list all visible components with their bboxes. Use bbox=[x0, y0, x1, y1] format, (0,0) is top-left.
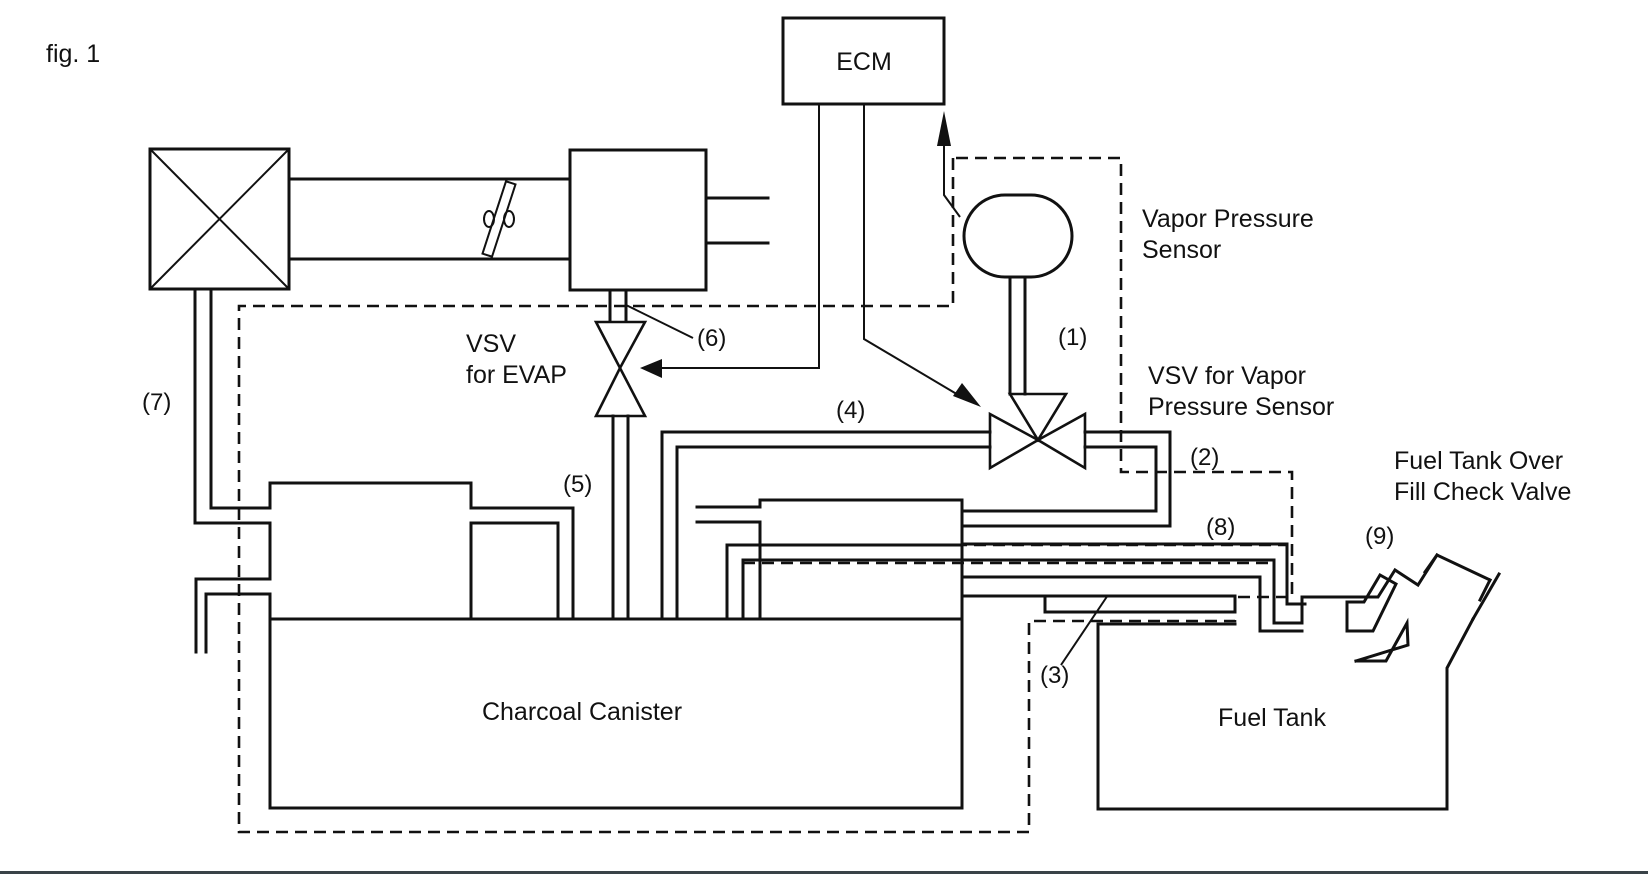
dashed-pressure-lines bbox=[237, 156, 1294, 834]
vsv-vps-label-line2: Pressure Sensor bbox=[1148, 393, 1334, 421]
arrow-to-vsv-vps-icon bbox=[953, 383, 981, 407]
intake-manifold bbox=[568, 148, 770, 292]
callout-7: (7) bbox=[142, 389, 171, 416]
ecm-signal-wires bbox=[640, 104, 981, 407]
arrow-to-ecm-icon bbox=[937, 111, 951, 146]
bottom-border bbox=[0, 871, 1648, 874]
vsv-evap-label-line2: for EVAP bbox=[466, 361, 567, 389]
arrow-to-vsv-evap-icon bbox=[640, 359, 662, 378]
figure-label: fig. 1 bbox=[46, 40, 100, 68]
hose-4: (4) bbox=[660, 397, 992, 621]
intake-duct bbox=[287, 177, 572, 261]
callout-8: (8) bbox=[1206, 514, 1235, 541]
ecm: ECM bbox=[781, 16, 946, 106]
fuel-tank: Fuel Tank bbox=[1096, 616, 1476, 811]
check-valve-label-line1: Fuel Tank Over bbox=[1394, 447, 1563, 475]
charcoal-canister: Charcoal Canister bbox=[268, 481, 964, 810]
vps-label-line1: Vapor Pressure bbox=[1142, 205, 1314, 233]
vsv-vps-label-line1: VSV for Vapor bbox=[1148, 362, 1306, 390]
air-cleaner bbox=[148, 147, 291, 291]
ecm-label: ECM bbox=[836, 48, 892, 76]
hose-7: (7) bbox=[142, 287, 272, 654]
vsv-evap-label-line1: VSV bbox=[466, 330, 516, 358]
hose-1: (1) bbox=[1008, 275, 1087, 396]
vsv-evap: VSV for EVAP (6) bbox=[466, 288, 726, 418]
canister-label: Charcoal Canister bbox=[482, 698, 682, 726]
check-valve-label-line2: Fill Check Valve bbox=[1394, 478, 1571, 506]
callout-3: (3) bbox=[1040, 662, 1069, 689]
hose-5: (5) bbox=[563, 414, 630, 621]
over-fill-check-valve: (9) Fuel Tank Over Fill Check Valve bbox=[1303, 447, 1571, 633]
callout-2: (2) bbox=[1190, 444, 1219, 471]
throttle-valve bbox=[481, 180, 517, 258]
callout-1: (1) bbox=[1058, 324, 1087, 351]
hose-3: (3) bbox=[960, 594, 1237, 689]
vsv-vapor-pressure-sensor: VSV for Vapor Pressure Sensor bbox=[988, 362, 1334, 471]
vapor-pressure-sensor: Vapor Pressure Sensor bbox=[962, 193, 1314, 279]
callout-4: (4) bbox=[836, 397, 865, 424]
fuel-tank-label: Fuel Tank bbox=[1218, 704, 1326, 732]
callout-9: (9) bbox=[1365, 523, 1394, 550]
callout-6: (6) bbox=[697, 325, 726, 352]
hose-2: (2) bbox=[695, 430, 1219, 528]
vps-label-line2: Sensor bbox=[1142, 236, 1221, 264]
callout-5: (5) bbox=[563, 471, 592, 498]
